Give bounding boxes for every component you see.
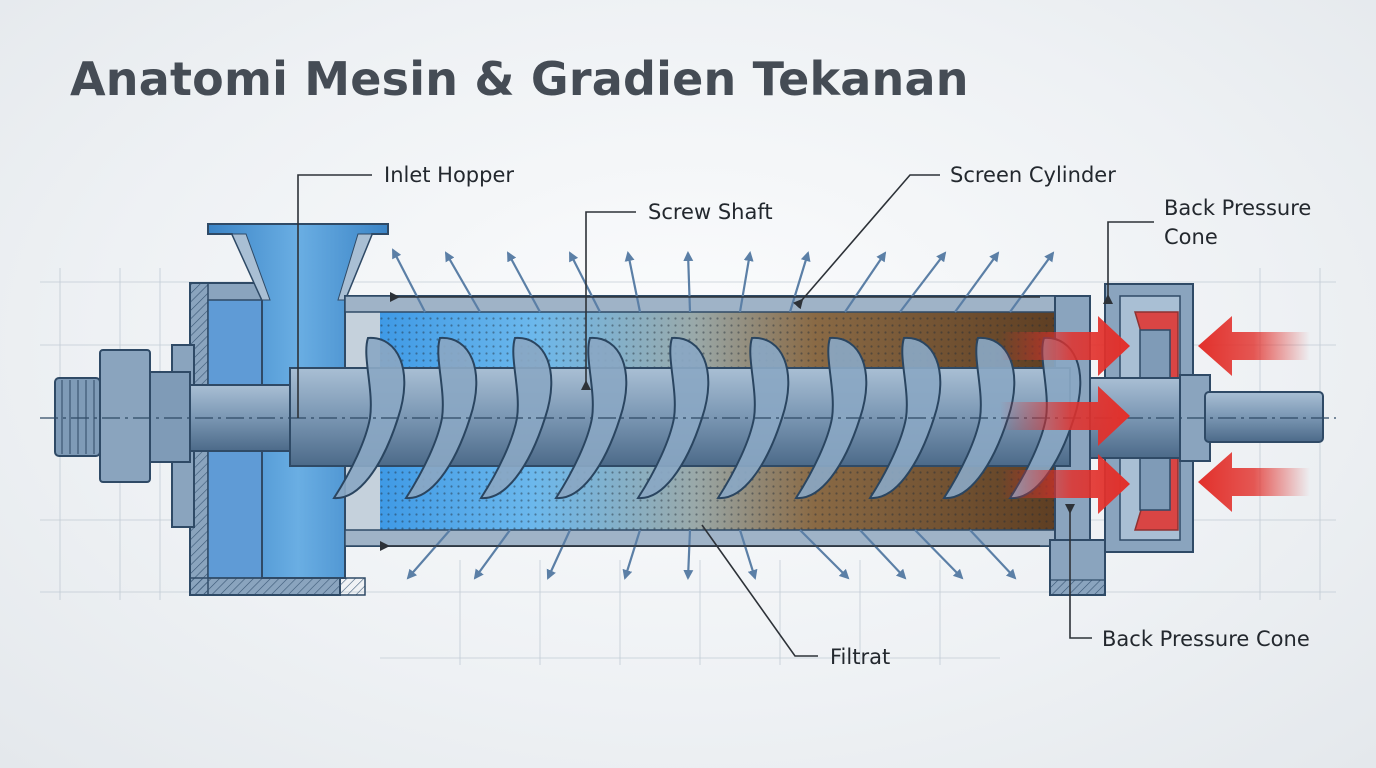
pressure-arrow-icon	[1198, 316, 1310, 376]
screw-flights	[332, 336, 1082, 500]
filtrate-arrow-icon	[624, 251, 642, 313]
filtrate-arrow-icon	[683, 529, 694, 580]
filtrate-arrows	[392, 248, 1055, 580]
screw-flight	[332, 336, 406, 500]
label-filtrat: Filtrat	[830, 645, 890, 669]
pressure-arrows	[1000, 316, 1310, 514]
screw-flight	[794, 336, 868, 500]
filtrate-arrow-icon	[445, 251, 481, 313]
filtrate-arrow-icon	[569, 251, 601, 313]
screw-flight	[942, 336, 1016, 500]
filtrate-arrow-icon	[406, 529, 451, 580]
filtrate-arrow-icon	[738, 529, 758, 580]
filtrate-arrow-icon	[799, 529, 850, 580]
label-screen-cylinder: Screen Cylinder	[950, 163, 1116, 187]
pressure-arrow-icon	[1198, 452, 1310, 512]
screw-flight	[479, 336, 553, 500]
pressure-arrow-icon	[1000, 316, 1130, 376]
filtrate-arrow-icon	[392, 248, 426, 313]
filtrate-arrow-icon	[899, 251, 947, 313]
filtrate-arrow-icon	[969, 529, 1017, 580]
label-back-pressure-cone-top-line1: Back Pressure	[1164, 196, 1311, 220]
screw-flight	[868, 336, 942, 500]
filtrate-arrow-icon	[844, 251, 887, 313]
filtrate-arrow-icon	[507, 251, 541, 313]
screw-flight	[1008, 336, 1082, 500]
filtrate-arrow-icon	[859, 529, 907, 580]
label-back-pressure-cone-bottom: Back Pressure Cone	[1102, 627, 1310, 651]
screw-flight	[404, 336, 478, 500]
filtrate-arrow-icon	[954, 251, 1000, 313]
filtrate-arrow-icon	[622, 529, 642, 580]
filtrate-arrow-icon	[1009, 251, 1055, 313]
filtrate-arrow-icon	[683, 251, 694, 313]
label-inlet-hopper: Inlet Hopper	[384, 163, 514, 187]
filtrate-arrow-icon	[914, 529, 964, 580]
filtrate-arrow-icon	[738, 251, 754, 313]
screw-flight	[716, 336, 790, 500]
screw-flight	[636, 336, 710, 500]
filtrate-arrow-icon	[546, 529, 571, 580]
page-title: Anatomi Mesin & Gradien Tekanan	[70, 52, 969, 106]
pressure-arrow-icon	[1000, 386, 1130, 446]
label-screw-shaft: Screw Shaft	[648, 200, 773, 224]
label-back-pressure-cone-top-line2: Cone	[1164, 225, 1218, 249]
leader-lines	[297, 174, 1154, 657]
pressure-arrow-icon	[1000, 454, 1130, 514]
filtrate-arrow-icon	[473, 529, 511, 580]
screw-flight	[554, 336, 628, 500]
